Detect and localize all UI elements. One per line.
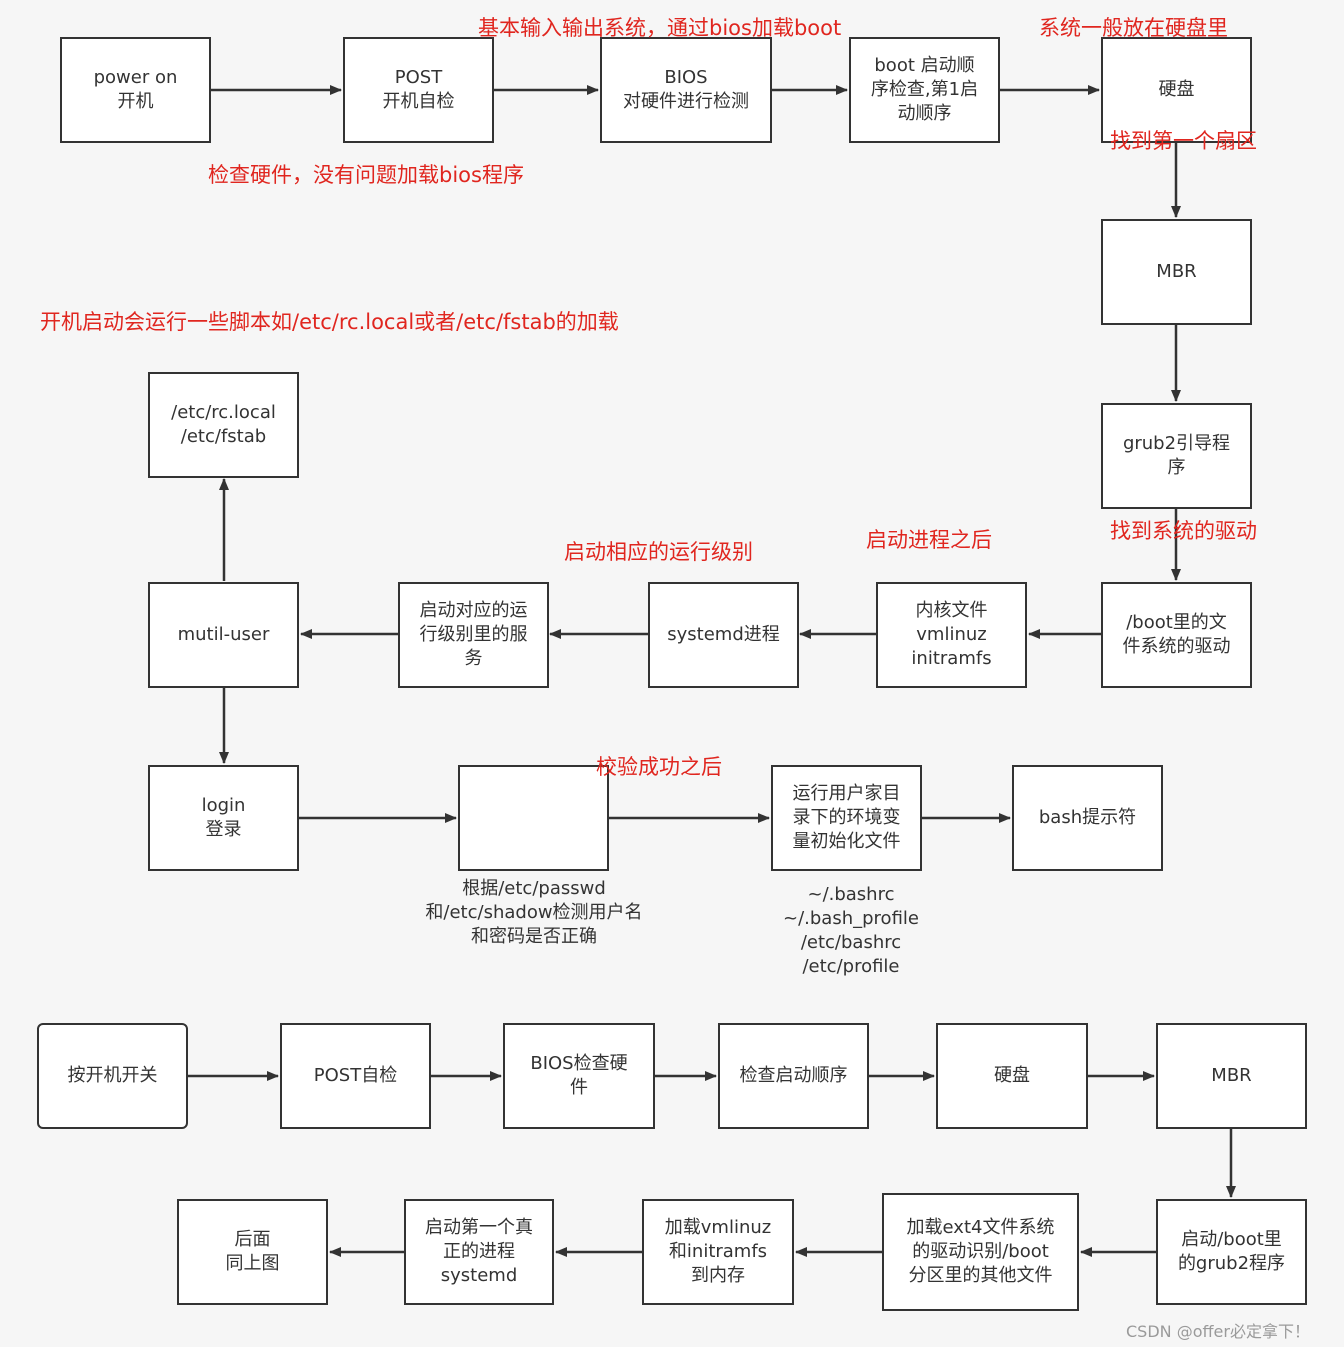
power-on-box: power on 开机 xyxy=(60,37,211,143)
caption-env-files: ~/.bashrc ~/.bash_profile /etc/bashrc /e… xyxy=(783,884,919,977)
post-box: POST 开机自检 xyxy=(343,37,494,143)
credential-check-box xyxy=(458,765,609,871)
first-process-box: 启动第一个真 正的进程 systemd xyxy=(404,1199,554,1305)
mbr2-box: MBR xyxy=(1156,1023,1307,1129)
note-disk-place: 系统一般放在硬盘里 xyxy=(1039,16,1228,40)
bios2-box: BIOS检查硬 件 xyxy=(503,1023,655,1129)
rc-local-box: /etc/rc.local /etc/fstab xyxy=(148,372,299,478)
same-as-above-box: 后面 同上图 xyxy=(177,1199,328,1305)
note-bios-basic: 基本输入输出系统，通过bios加载boot xyxy=(478,16,842,40)
login-box: login 登录 xyxy=(148,765,299,871)
note-after-process: 启动进程之后 xyxy=(866,528,992,552)
mbr-box: MBR xyxy=(1101,219,1252,325)
run-service-box: 启动对应的运 行级别里的服 务 xyxy=(398,582,549,688)
grub2-box: grub2引导程 序 xyxy=(1101,403,1252,509)
bash-prompt-box: bash提示符 xyxy=(1012,765,1163,871)
note-startup-scripts: 开机启动会运行一些脚本如/etc/rc.local或者/etc/fstab的加载 xyxy=(40,310,619,334)
boot-order-box: boot 启动顺 序检查,第1启 动顺序 xyxy=(849,37,1000,143)
env-init-box: 运行用户家目 录下的环境变 量初始化文件 xyxy=(771,765,922,871)
check-boot-box: 检查启动顺序 xyxy=(718,1023,869,1129)
bios-box: BIOS 对硬件进行检测 xyxy=(600,37,772,143)
note-check-hardware: 检查硬件，没有问题加载bios程序 xyxy=(208,163,524,187)
systemd-box: systemd进程 xyxy=(648,582,799,688)
csdn-watermark: CSDN @offer必定拿下！ xyxy=(1126,1322,1310,1341)
note-run-level: 启动相应的运行级别 xyxy=(564,540,753,564)
load-kernel-box: 加载vmlinuz 和initramfs 到内存 xyxy=(642,1199,794,1305)
note-verify-ok: 校验成功之后 xyxy=(596,755,722,779)
grub2-program-box: 启动/boot里 的grub2程序 xyxy=(1156,1199,1307,1305)
post2-box: POST自检 xyxy=(280,1023,431,1129)
note-find-driver: 找到系统的驱动 xyxy=(1110,519,1257,543)
ext4-driver-box: 加载ext4文件系统 的驱动识别/boot 分区里的其他文件 xyxy=(882,1193,1079,1311)
disk2-box: 硬盘 xyxy=(936,1023,1088,1129)
kernel-box: 内核文件 vmlinuz initramfs xyxy=(876,582,1027,688)
multi-user-box: mutil-user xyxy=(148,582,299,688)
disk-box: 硬盘 xyxy=(1101,37,1252,143)
caption-passwd-check: 根据/etc/passwd 和/etc/shadow检测用户名 和密码是否正确 xyxy=(425,878,643,947)
boot-driver-box: /boot里的文 件系统的驱动 xyxy=(1101,582,1252,688)
note-first-sector: 找到第一个扇区 xyxy=(1110,129,1257,153)
power-switch-box: 按开机开关 xyxy=(37,1023,188,1129)
